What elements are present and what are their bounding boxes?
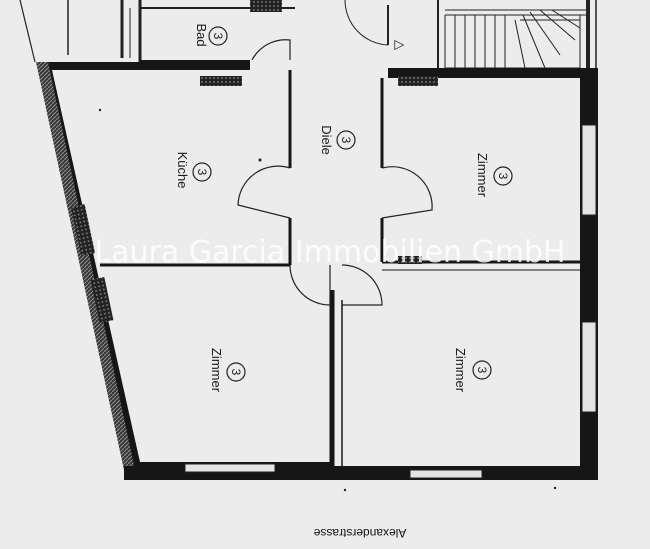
upper-building-section <box>19 0 597 75</box>
room-kueche-label: Küche <box>175 152 190 189</box>
room-diele-number: 3 <box>336 130 356 150</box>
left-wall-windows <box>70 204 114 323</box>
room-bad-label: Bad <box>194 23 209 46</box>
room-diele-label: Diele <box>319 125 334 155</box>
room-zimmer-ne-number: 3 <box>493 166 513 186</box>
room-kueche-name: Küche <box>175 152 190 189</box>
room-kueche-number-text: 3 <box>195 169 209 176</box>
room-bad-number-text: 3 <box>211 33 225 40</box>
entrance-marker: △ <box>393 40 408 50</box>
outer-walls <box>36 62 598 480</box>
room-bad-number: 3 <box>208 26 228 46</box>
room-diele-name: Diele <box>319 125 334 155</box>
room-zimmer-ne-label: Zimmer <box>475 153 490 198</box>
door-swing-upper <box>344 0 389 46</box>
room-zimmer-se-name: Zimmer <box>453 348 468 393</box>
room-zimmer-se-number-text: 3 <box>475 367 489 374</box>
room-zimmer-sw-number: 3 <box>226 362 246 382</box>
room-zimmer-sw-number-text: 3 <box>229 369 243 376</box>
room-kueche-number: 3 <box>192 162 212 182</box>
room-zimmer-sw-name: Zimmer <box>209 348 224 393</box>
interior-walls <box>100 70 580 466</box>
room-bad-name: Bad <box>194 23 209 46</box>
street-name: Alexanderstrasse <box>313 526 406 540</box>
room-zimmer-sw-label: Zimmer <box>209 348 224 393</box>
watermark: Laura Garcia Immobilien GmbH <box>94 235 565 270</box>
street-label: Alexanderstrasse <box>313 526 406 540</box>
plan-markers <box>98 108 557 492</box>
room-diele-number-text: 3 <box>339 137 353 144</box>
room-zimmer-se-number: 3 <box>472 360 492 380</box>
room-zimmer-ne-name: Zimmer <box>475 153 490 198</box>
room-zimmer-se-label: Zimmer <box>453 348 468 393</box>
room-zimmer-ne-number-text: 3 <box>496 173 510 180</box>
door-swings <box>237 39 433 306</box>
staircase <box>444 9 581 69</box>
